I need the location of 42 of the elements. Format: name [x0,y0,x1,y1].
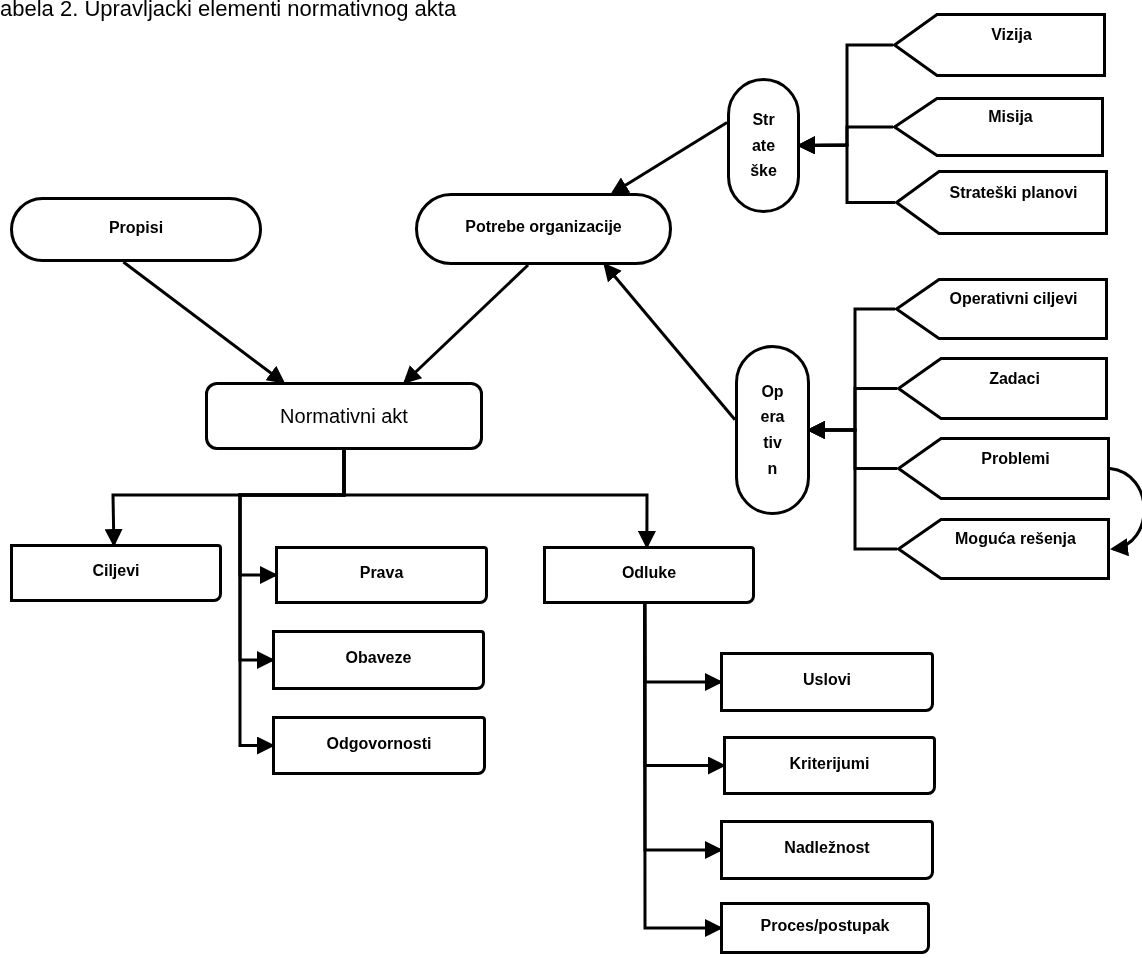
pentagon-box [893,13,1106,77]
process-box [720,902,930,954]
node-label: Operativni ciljevi [948,289,1078,309]
node-label: Operativn [759,381,786,479]
connector-arrow [610,121,728,195]
process-box [205,382,483,450]
node-label: Kriterijumi [789,753,870,774]
process-box [723,736,936,795]
node-label: Proces/postupak [760,916,890,936]
process-box [720,652,934,712]
node-label: Potrebe organizacije [465,217,622,237]
process-box [272,716,486,775]
pentagon-box [893,97,1104,157]
node-label: Odgovornosti [326,733,432,754]
connector-arrow [1109,467,1142,554]
node-label: Problemi [980,448,1050,469]
node-label: Strateški planovi [948,182,1078,203]
node-label: Moguća rešenja [954,529,1076,549]
node-label: Normativni akt [280,404,408,429]
node-label: Misija [987,107,1033,127]
node-label: Odluke [621,563,677,583]
process-box [720,820,934,880]
node-label: Propisi [108,217,164,238]
node-label: Uslovi [803,670,851,690]
node-label: Nadležnost [784,838,870,858]
process-box [275,546,488,604]
pentagon-box [897,357,1108,420]
pentagon-box [895,278,1108,340]
node-label: Ciljevi [92,561,140,581]
pentagon-box [897,437,1110,500]
node-label: Strateške [750,110,777,182]
connector-arrow [122,260,286,384]
process-box [272,630,485,690]
node-label: Vizija [990,25,1032,45]
process-box [543,546,755,604]
node-label: Obaveze [345,648,412,668]
node-label: Prava [359,563,404,583]
pentagon-box [895,170,1108,235]
node-label: Zadaci [988,368,1040,389]
diagram-title: abela 2. Upravljacki elementi normativnog akta [0,0,457,23]
process-box [10,544,222,602]
pentagon-box [897,518,1110,580]
